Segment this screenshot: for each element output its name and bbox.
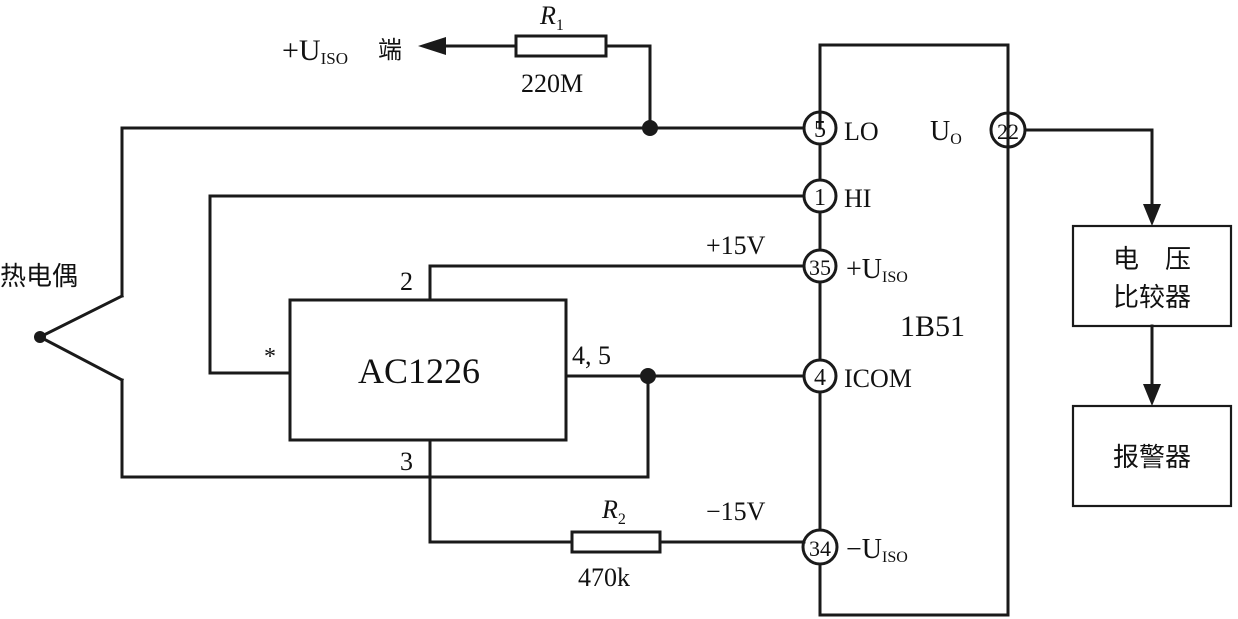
chip-pin2-label: 2 bbox=[400, 267, 413, 296]
uo-label: U bbox=[930, 116, 950, 147]
uo-label-sub: O bbox=[950, 131, 962, 148]
pin-5 bbox=[802, 110, 838, 146]
thermocouple-label: 热电偶 bbox=[0, 262, 78, 292]
comparator-label-line1: 电 压 bbox=[1113, 245, 1191, 275]
chip-pin45-label: 4, 5 bbox=[572, 341, 611, 370]
pin-1 bbox=[802, 178, 838, 214]
r1-name: R bbox=[539, 1, 556, 30]
pin35-label-sub: ISO bbox=[882, 269, 908, 286]
pin34-label: −U bbox=[846, 534, 882, 565]
arrow-to-comparator-icon bbox=[1143, 204, 1161, 226]
pin-34 bbox=[801, 528, 839, 566]
r2-name: R bbox=[601, 495, 618, 524]
junction-icom-node bbox=[640, 368, 656, 384]
module-name: 1B51 bbox=[900, 310, 965, 343]
wire-hi-to-chip bbox=[208, 194, 806, 375]
wire-plus15v-to-chip bbox=[428, 264, 806, 302]
chip-ac1226 bbox=[288, 298, 568, 442]
pin1-number: 1 bbox=[814, 185, 826, 211]
uiso-out-suffix: 端 bbox=[378, 36, 402, 64]
chip-star-label: * bbox=[264, 344, 276, 370]
r2-value: 470k bbox=[578, 563, 630, 592]
svg-text:R2: R2 bbox=[601, 495, 626, 528]
uiso-out-label: +U bbox=[282, 34, 321, 67]
alarm-box bbox=[1071, 404, 1233, 508]
uiso-out-sub: ISO bbox=[321, 49, 348, 68]
comparator-label-line2: 比较器 bbox=[1113, 283, 1191, 313]
r1-value: 220M bbox=[521, 69, 583, 98]
svg-text:+UISO: +UISO bbox=[846, 254, 908, 286]
pin34-number: 34 bbox=[809, 536, 831, 561]
r1-sub: 1 bbox=[556, 17, 564, 34]
chip-pin3-label: 3 bbox=[400, 447, 413, 476]
wire-lo-to-r1 bbox=[604, 44, 652, 130]
pin35-label: +U bbox=[846, 254, 882, 285]
module-1b51-outline bbox=[818, 43, 1010, 617]
alarm-label: 报警器 bbox=[1113, 443, 1191, 473]
svg-text:UO: UO bbox=[930, 116, 962, 148]
pin1-label: HI bbox=[844, 184, 871, 213]
thermocouple-leg-bottom bbox=[37, 334, 125, 383]
pin22-number: 22 bbox=[997, 119, 1019, 144]
r2-sub: 2 bbox=[618, 511, 626, 528]
wire-thermocouple-to-icom-node bbox=[120, 374, 650, 479]
resistor-r2 bbox=[570, 530, 662, 554]
thermocouple-junction bbox=[34, 331, 46, 343]
arrow-to-alarm-icon bbox=[1143, 384, 1161, 406]
wire-chip-to-r2 bbox=[428, 438, 574, 544]
arrow-uiso-out-icon bbox=[418, 37, 446, 55]
junction-lo-node bbox=[642, 120, 658, 136]
minus15v-label: −15V bbox=[706, 497, 766, 526]
pin4-label: ICOM bbox=[844, 364, 912, 393]
pin35-number: 35 bbox=[809, 255, 831, 280]
svg-text:R1: R1 bbox=[539, 1, 564, 34]
thermocouple-leg-top bbox=[37, 293, 125, 340]
pin4-number: 4 bbox=[814, 365, 826, 391]
chip-name: AC1226 bbox=[358, 351, 480, 391]
pin-4 bbox=[802, 358, 838, 394]
pin5-number: 5 bbox=[814, 117, 826, 143]
pin-35 bbox=[802, 248, 838, 284]
pin5-label: LO bbox=[844, 117, 879, 146]
resistor-r1 bbox=[514, 34, 608, 58]
plus15v-label: +15V bbox=[706, 231, 766, 260]
svg-text:−UISO: −UISO bbox=[846, 534, 908, 566]
pin34-label-sub: ISO bbox=[882, 549, 908, 566]
svg-text:+UISO: +UISO bbox=[282, 34, 348, 68]
wire-uo-to-comparator bbox=[1023, 128, 1154, 212]
wire-thermocouple-to-lo bbox=[120, 126, 806, 298]
